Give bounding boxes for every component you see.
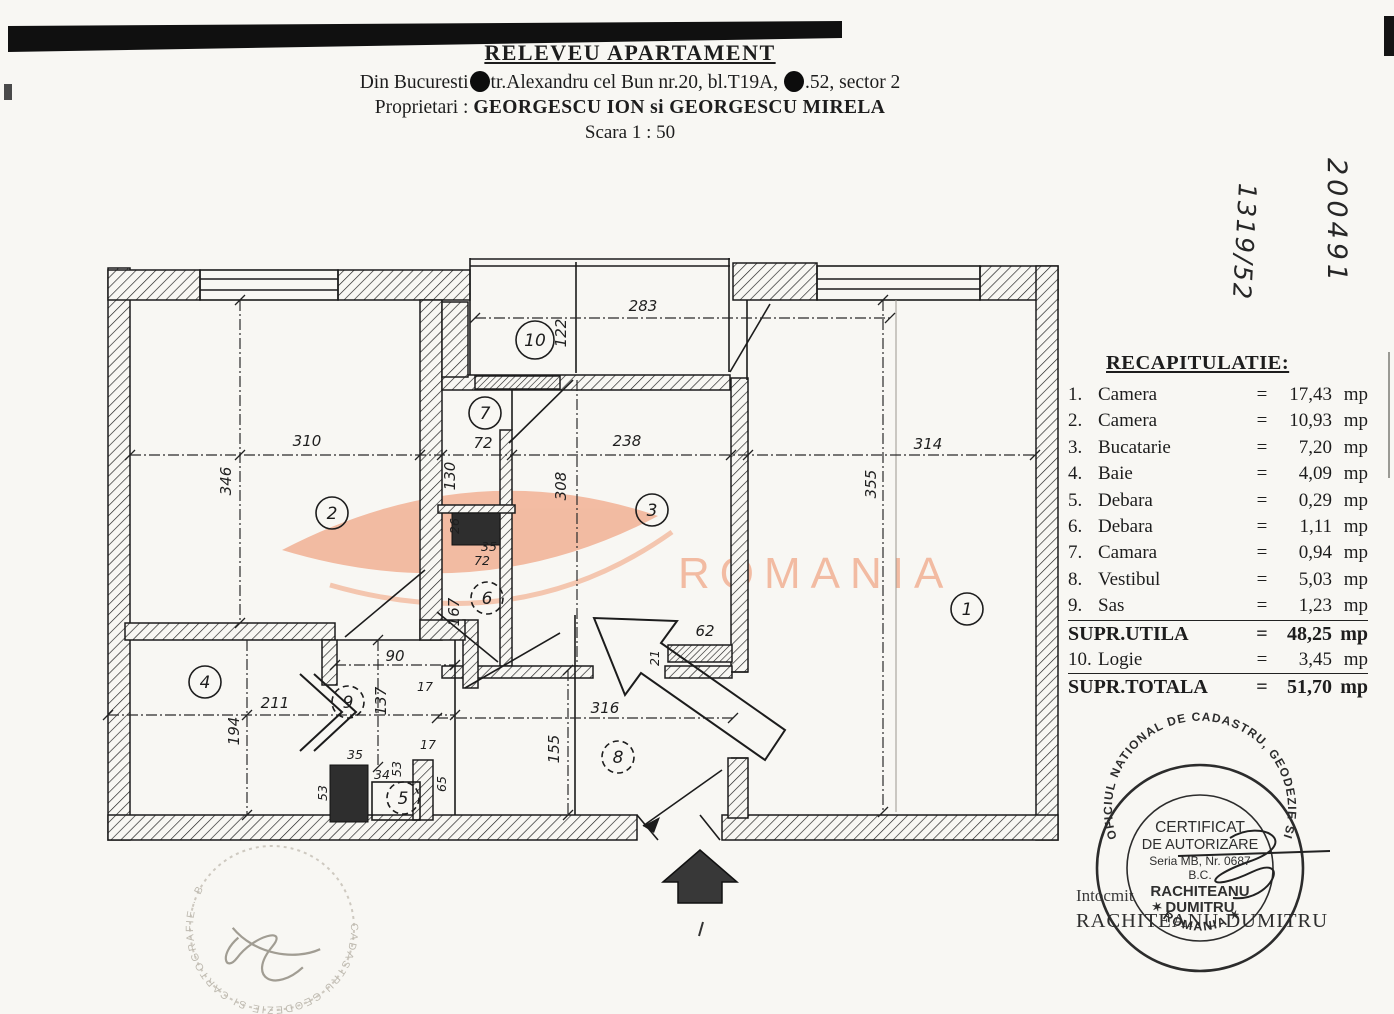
author-name: RACHITEANU DUMITRU: [1076, 910, 1329, 932]
author-block: Intocmit RACHITEANU DUMITRU: [1076, 886, 1328, 933]
owner-names: GEORGESCU ION si GEORGESCU MIRELA: [473, 97, 886, 118]
handwritten-file-number: 200491: [1321, 158, 1352, 286]
handwritten-case-number: 1319/52: [1226, 182, 1262, 302]
scale-label: Scara 1 : 50: [584, 122, 676, 143]
redaction-blob-icon: [784, 71, 804, 92]
redaction-blob-icon: [469, 71, 490, 92]
document-title: RELEVEU APARTAMENT: [484, 40, 776, 65]
intocmit-label: Intocmit: [1076, 886, 1134, 905]
recap-title: RECAPITULATIE:: [1106, 352, 1290, 374]
owners-line: Proprietari : GEORGESCU ION si GEORGESCU…: [374, 97, 886, 118]
